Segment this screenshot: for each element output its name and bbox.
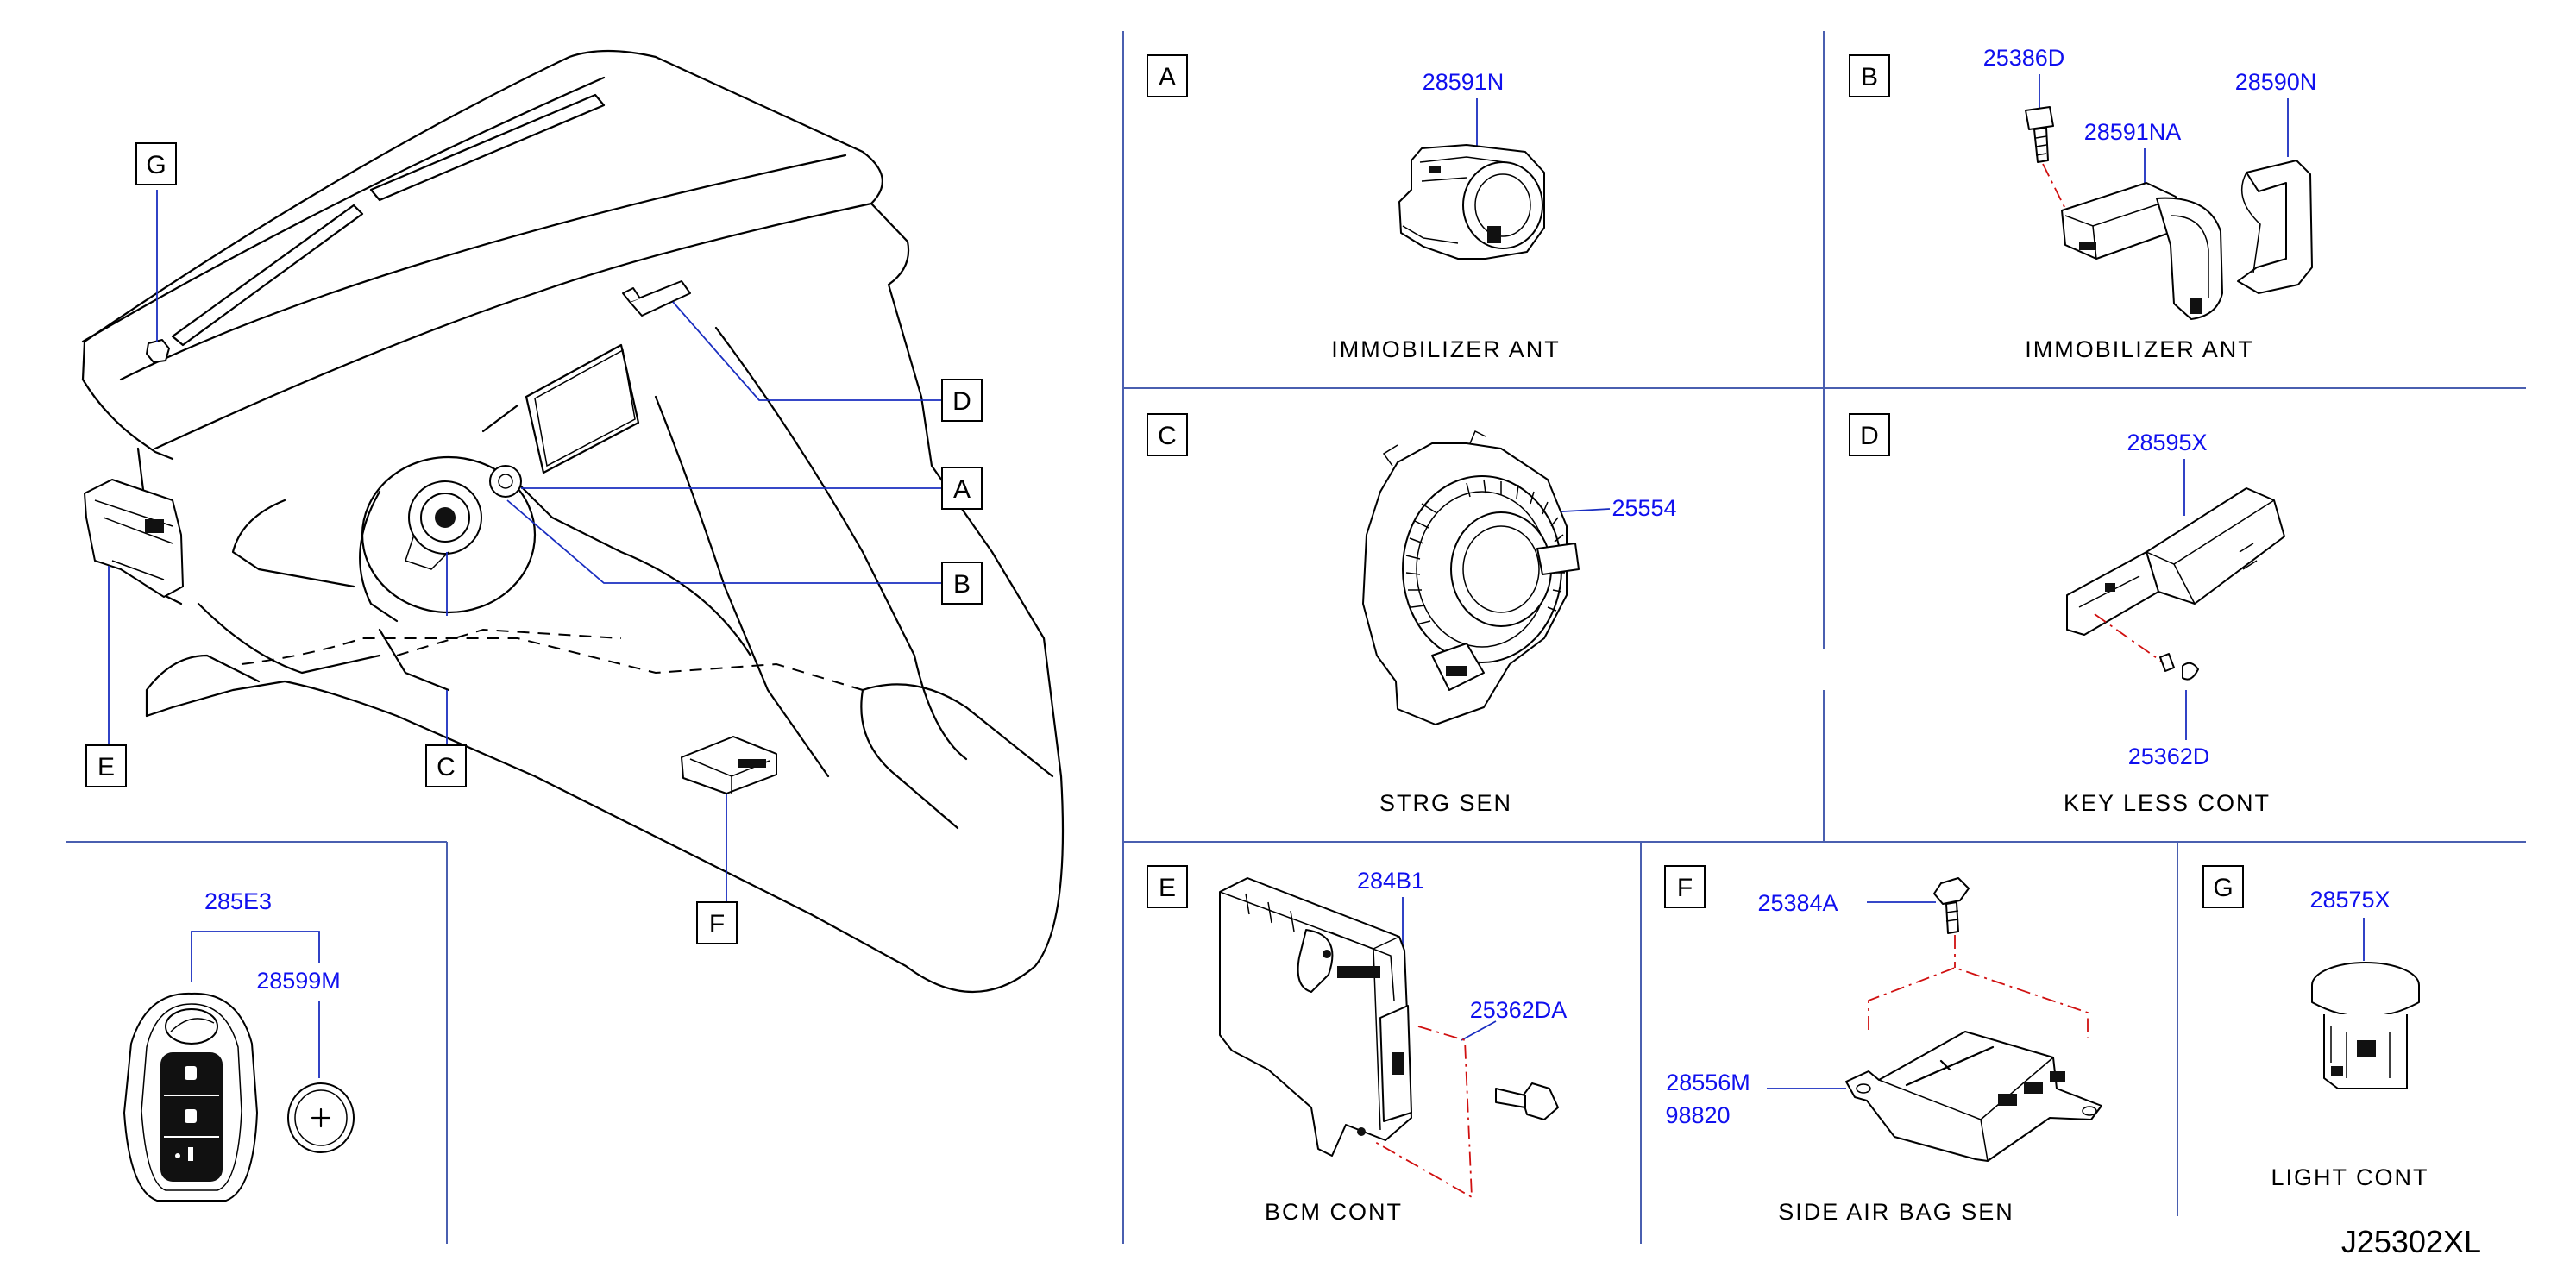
steering-angle-sensor	[1362, 430, 1580, 725]
callout-b: B	[941, 562, 983, 605]
panel-d: D 28595X 25362D KEY LESS CONT	[1849, 413, 2285, 816]
callout-f: F	[696, 901, 738, 944]
panel-dividers	[66, 31, 2526, 1244]
part-number-25386d: 25386D	[1983, 45, 2065, 71]
panel-d-caption: KEY LESS CONT	[2064, 790, 2271, 816]
key-fob-panel: 285E3 28599M	[123, 888, 355, 1202]
panel-b: B 25386D 28591NA 28590N IMMOBILIZER ANT	[1849, 45, 2317, 362]
svg-text:C: C	[437, 753, 456, 781]
part-number-28591n: 28591N	[1423, 69, 1505, 95]
screw-25362da	[1495, 1082, 1559, 1120]
part-number-28590n: 28590N	[2235, 69, 2317, 95]
light-control-switch	[2311, 962, 2420, 1089]
bolt-25384a	[1933, 877, 1970, 934]
dashboard-overview	[81, 49, 1065, 994]
callout-e: E	[85, 744, 127, 787]
panel-a: A 28591N IMMOBILIZER ANT	[1147, 54, 1561, 362]
panel-b-caption: IMMOBILIZER ANT	[2025, 336, 2254, 362]
part-number-285e3: 285E3	[204, 888, 272, 914]
part-number-25554: 25554	[1612, 495, 1676, 521]
callout-d: D	[941, 379, 983, 422]
part-number-28556m: 28556M	[1666, 1070, 1750, 1095]
screw-25362d	[2159, 653, 2199, 681]
panel-f-caption: SIDE AIR BAG SEN	[1778, 1199, 2014, 1225]
part-number-25362d: 25362D	[2128, 744, 2210, 769]
diagram-code: J25302XL	[2341, 1224, 2481, 1259]
callout-g: G	[135, 142, 177, 185]
coin-battery	[287, 1082, 355, 1153]
panel-e-caption: BCM CONT	[1265, 1199, 1403, 1225]
panel-e-letter: E	[1159, 874, 1176, 902]
panel-g-caption: LIGHT CONT	[2271, 1164, 2428, 1190]
part-number-28575x: 28575X	[2309, 887, 2390, 913]
panel-d-letter: D	[1860, 422, 1879, 450]
panel-g-letter: G	[2213, 874, 2233, 902]
panel-f-letter: F	[1677, 874, 1693, 902]
svg-text:B: B	[953, 570, 971, 599]
part-number-98820: 98820	[1665, 1102, 1730, 1128]
part-number-25362da: 25362DA	[1470, 997, 1568, 1023]
part-number-28591na: 28591NA	[2084, 119, 2182, 145]
immobilizer-antenna-a	[1398, 144, 1545, 260]
panel-c-letter: C	[1158, 422, 1177, 450]
immobilizer-antenna-b	[2061, 182, 2223, 320]
panel-g: G 28575X LIGHT CONT	[2202, 865, 2428, 1190]
side-airbag-sensor	[1845, 1031, 2102, 1162]
svg-text:D: D	[952, 387, 971, 416]
callout-c: C	[425, 744, 467, 787]
part-number-28595x: 28595X	[2127, 430, 2207, 455]
bolt-25386d	[2025, 106, 2054, 163]
panel-f: F 25384A 28556M 98820 SIDE AIR BAG SEN	[1664, 865, 2102, 1225]
svg-text:F: F	[709, 910, 725, 938]
part-number-25384a: 25384A	[1757, 890, 1838, 916]
panel-b-letter: B	[1861, 63, 1878, 91]
panel-e: E 284B1 25362DA BCM CONT	[1147, 865, 1568, 1225]
panel-c-caption: STRG SEN	[1379, 790, 1512, 816]
svg-text:A: A	[953, 475, 971, 504]
keyless-control-unit	[2066, 487, 2285, 636]
callout-a: A	[941, 467, 983, 510]
overview-leaders	[108, 190, 942, 902]
bcm-control-unit	[1219, 877, 1412, 1157]
panel-a-caption: IMMOBILIZER ANT	[1331, 336, 1561, 362]
svg-text:E: E	[97, 753, 115, 781]
part-number-28599m: 28599M	[256, 968, 341, 994]
part-number-284b1: 284B1	[1357, 868, 1424, 894]
steering-cover-28590n	[2237, 160, 2313, 294]
panel-c: C 25554 STRG SEN	[1147, 413, 1677, 816]
svg-text:G: G	[146, 151, 166, 179]
overview-callouts: G D A B E C F	[85, 142, 983, 944]
panel-a-letter: A	[1159, 63, 1176, 91]
